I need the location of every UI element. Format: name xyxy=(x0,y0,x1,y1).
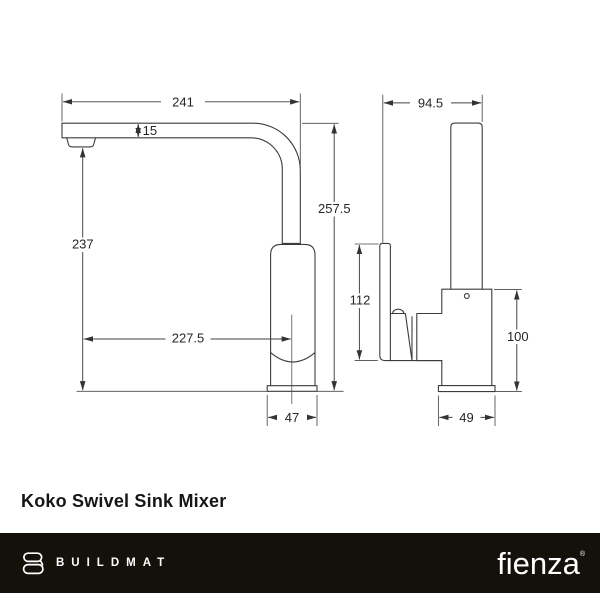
registered-mark: ® xyxy=(579,550,585,558)
dim-mask xyxy=(313,202,356,217)
ext-line xyxy=(354,243,379,361)
dim-value-outlet-height: 237 xyxy=(72,237,94,252)
dimension-diagram: 241 15 257.5 237 227.5 47 xyxy=(61,93,535,426)
riser-tube-outline xyxy=(450,122,483,290)
aerator-outline xyxy=(66,137,96,148)
dim-value-spout-reach: 241 xyxy=(172,94,194,109)
dim-value-base-width-front: 49 xyxy=(459,410,473,425)
dim-value-reach-to-centre: 227.5 xyxy=(172,331,205,346)
dim-value-base-width-side: 47 xyxy=(285,410,299,425)
pivot-cap-dome xyxy=(392,308,405,315)
footer-bar: BUILDMAT fienza® xyxy=(0,533,600,593)
buildmat-logo-icon xyxy=(22,551,44,574)
dim-mask xyxy=(345,293,375,308)
dim-value-handle-height: 112 xyxy=(350,293,371,308)
dim-mask xyxy=(165,331,211,346)
fienza-wordmark: fienza xyxy=(497,545,580,581)
side-view: 241 15 257.5 237 227.5 47 xyxy=(61,93,356,426)
dim-value-overall-height: 257.5 xyxy=(318,201,351,216)
page-title: Koko Swivel Sink Mixer xyxy=(21,491,227,511)
base-flange-front xyxy=(437,385,496,393)
ext-line xyxy=(382,94,483,243)
dim-value-overall-depth: 94.5 xyxy=(418,95,443,110)
handle-lever-outline xyxy=(379,242,391,362)
body-pin-hole xyxy=(463,293,470,299)
fienza-logo: fienza® xyxy=(497,548,585,579)
buildmat-wordmark: BUILDMAT xyxy=(56,557,172,569)
dim-value-body-height: 100 xyxy=(507,329,529,344)
ext-line xyxy=(437,395,496,426)
dim-mask xyxy=(501,329,535,344)
swivel-joint-arc xyxy=(270,352,316,363)
dim-mask xyxy=(452,410,481,424)
body-outline-front xyxy=(416,288,493,387)
buildmat-logo: BUILDMAT xyxy=(20,551,171,576)
ext-line xyxy=(266,395,318,426)
dim-mask xyxy=(277,410,307,424)
dim-mask xyxy=(410,96,451,110)
body-outline-side xyxy=(270,243,316,387)
spout-underside xyxy=(61,137,283,244)
dim-mask xyxy=(161,95,205,109)
dim-mask xyxy=(67,237,98,252)
dim-value-spout-thickness: 15 xyxy=(143,123,157,138)
front-view: 94.5 112 100 49 xyxy=(345,94,535,426)
handle-pivot-collar xyxy=(389,312,443,362)
